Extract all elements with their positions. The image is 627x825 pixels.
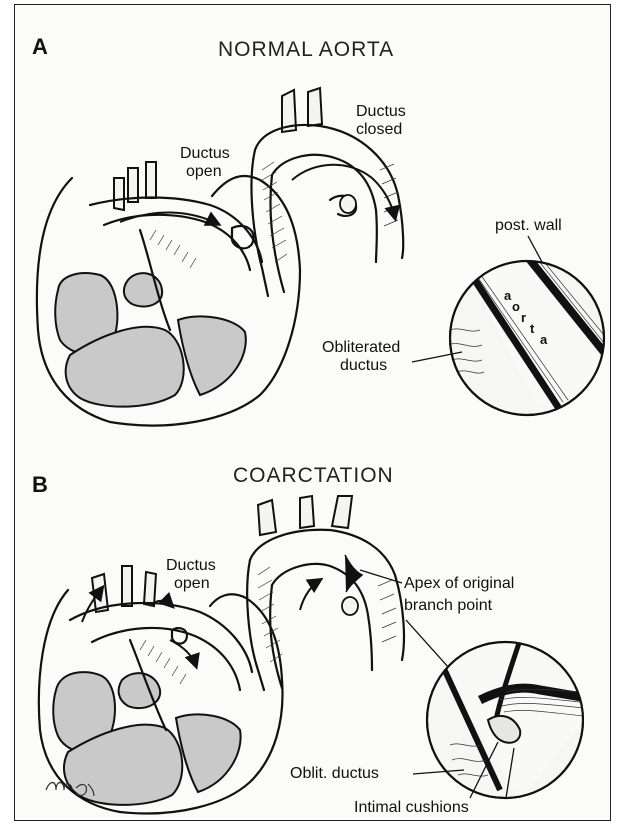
panel-b-apex-line1: Apex of original <box>404 575 514 592</box>
aortic-arch-b-illustration <box>247 496 404 690</box>
heart-a-illustration <box>37 162 300 426</box>
panel-a-post-wall-label: post. wall <box>495 217 562 234</box>
panel-a-obliterated-line2: ductus <box>340 357 387 374</box>
panel-b-ductus-open-line1: Ductus <box>166 557 216 574</box>
panel-a-ductus-open-line1: Ductus <box>180 145 230 162</box>
panel-b-ductus-open-line2: open <box>174 575 210 592</box>
panel-a-letter: A <box>32 34 48 59</box>
panel-a-ductus-closed-line1: Ductus <box>356 103 406 120</box>
inset-aorta-letter-4: t <box>530 321 535 336</box>
panel-b-oblit-ductus-label: Oblit. ductus <box>290 765 379 782</box>
panel-b-apex-line2: branch point <box>404 597 493 614</box>
heart-b-illustration <box>39 566 283 813</box>
aorta-inset-a: a o r t a <box>440 245 627 415</box>
panel-a-ductus-open-line2: open <box>186 163 222 180</box>
inset-aorta-letter-3: r <box>521 310 526 325</box>
coarctation-inset-b <box>427 640 600 800</box>
inset-aorta-letter-2: o <box>512 299 520 314</box>
inset-aorta-letter-1: a <box>504 288 512 303</box>
panel-b-intimal-cushions-label: Intimal cushions <box>354 799 469 816</box>
panel-a-title: NORMAL AORTA <box>218 38 394 61</box>
panel-a-obliterated-line1: Obliterated <box>322 339 400 356</box>
panel-a-ductus-closed-line2: closed <box>356 121 402 138</box>
inset-aorta-letter-5: a <box>540 332 548 347</box>
panel-b-title: COARCTATION <box>233 464 394 487</box>
panel-b-letter: B <box>32 472 48 497</box>
panel-a-post-wall-leader <box>528 236 542 262</box>
